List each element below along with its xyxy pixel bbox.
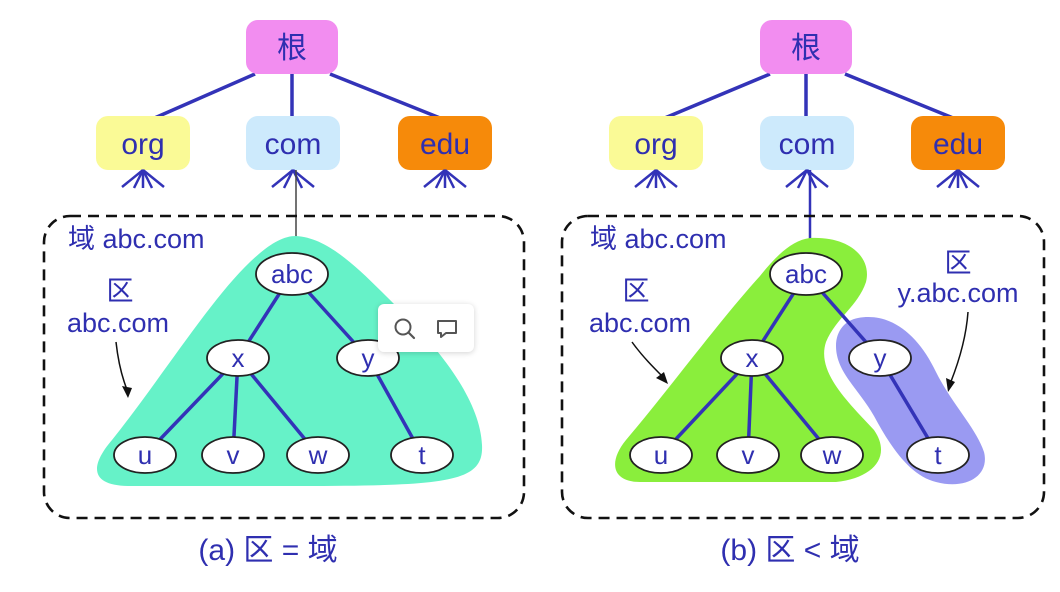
node-v bbox=[201, 436, 265, 474]
tld-org-label: org bbox=[121, 128, 164, 161]
zone1-pointer bbox=[631, 341, 665, 379]
fan-com-b bbox=[785, 169, 829, 189]
zone2-pointer-head bbox=[946, 378, 955, 392]
node-v-label: v bbox=[227, 440, 240, 470]
tld-org-label-b: org bbox=[634, 128, 677, 161]
node-x bbox=[206, 339, 270, 377]
tld-com-box-b bbox=[760, 116, 854, 170]
domain-box-b bbox=[560, 214, 1046, 520]
tld-com-label: com bbox=[265, 128, 322, 161]
zone-name: abc.com bbox=[67, 308, 169, 338]
caption-b: (b) 区 < 域 bbox=[720, 534, 859, 567]
tld-edu-label-b: edu bbox=[933, 128, 983, 161]
node-abc-label: abc bbox=[271, 259, 313, 289]
zone1-char: 区 bbox=[623, 276, 650, 306]
edge-root-org bbox=[149, 72, 256, 122]
node-w-label: w bbox=[308, 440, 328, 470]
root-label: 根 bbox=[277, 32, 307, 65]
fan-com bbox=[271, 169, 315, 189]
fan-edu bbox=[423, 169, 467, 189]
caption-a: (a) 区 = 域 bbox=[198, 534, 337, 567]
root-box bbox=[246, 20, 338, 74]
node-u-label: u bbox=[138, 440, 152, 470]
tld-org-box bbox=[96, 116, 190, 170]
edge-root-edu bbox=[329, 72, 446, 122]
zone-abc-area bbox=[97, 236, 483, 486]
panel-a: 根 org com edu bbox=[42, 20, 526, 567]
zone2-pointer bbox=[949, 311, 969, 385]
node-abc-b bbox=[769, 252, 843, 296]
node-t-label-b: t bbox=[934, 440, 942, 470]
node-t bbox=[390, 436, 454, 474]
node-t-label: t bbox=[418, 440, 426, 470]
node-y-label-b: y bbox=[874, 343, 887, 373]
edge-root-edu-b bbox=[844, 72, 959, 122]
zone-pointer-head bbox=[122, 386, 132, 398]
zone-char: 区 bbox=[107, 276, 134, 306]
node-w-b bbox=[800, 436, 864, 474]
node-w-label-b: w bbox=[822, 440, 842, 470]
tld-org-box-b bbox=[609, 116, 703, 170]
fan-org bbox=[121, 169, 165, 189]
fan-edu-b bbox=[936, 169, 980, 189]
floating-toolbar bbox=[378, 304, 474, 352]
zone1-pointer-head bbox=[656, 372, 668, 384]
fan-org-b bbox=[634, 169, 678, 189]
node-w bbox=[286, 436, 350, 474]
node-abc-label-b: abc bbox=[785, 259, 827, 289]
zone-pointer bbox=[115, 341, 129, 393]
node-y-label: y bbox=[362, 343, 375, 373]
node-abc bbox=[255, 252, 329, 296]
node-u-b bbox=[629, 436, 693, 474]
domain-label: 域 abc.com bbox=[68, 224, 205, 254]
tld-edu-label: edu bbox=[420, 128, 470, 161]
root-box-b bbox=[760, 20, 852, 74]
tld-com-box bbox=[246, 116, 340, 170]
zone1-name: abc.com bbox=[589, 308, 691, 338]
node-u-label-b: u bbox=[654, 440, 668, 470]
tld-edu-box bbox=[398, 116, 492, 170]
node-v-b bbox=[716, 436, 780, 474]
edge-root-org-b bbox=[659, 72, 771, 122]
search-icon[interactable] bbox=[392, 316, 418, 342]
domain-label-b: 域 abc.com bbox=[590, 224, 727, 254]
zone2-char: 区 bbox=[945, 248, 972, 278]
tld-edu-box-b bbox=[911, 116, 1005, 170]
root-label-b: 根 bbox=[791, 32, 821, 65]
zone2-name: y.abc.com bbox=[897, 278, 1018, 308]
node-y-b bbox=[848, 339, 912, 377]
panel-b: 根 org com edu bbox=[560, 20, 1046, 567]
node-x-label: x bbox=[232, 343, 245, 373]
tld-com-label-b: com bbox=[779, 128, 836, 161]
domain-box bbox=[42, 214, 526, 520]
comment-icon[interactable] bbox=[434, 316, 460, 342]
node-x-b bbox=[720, 339, 784, 377]
node-v-label-b: v bbox=[742, 440, 755, 470]
node-u bbox=[113, 436, 177, 474]
node-t-b bbox=[906, 436, 970, 474]
node-x-label-b: x bbox=[746, 343, 759, 373]
